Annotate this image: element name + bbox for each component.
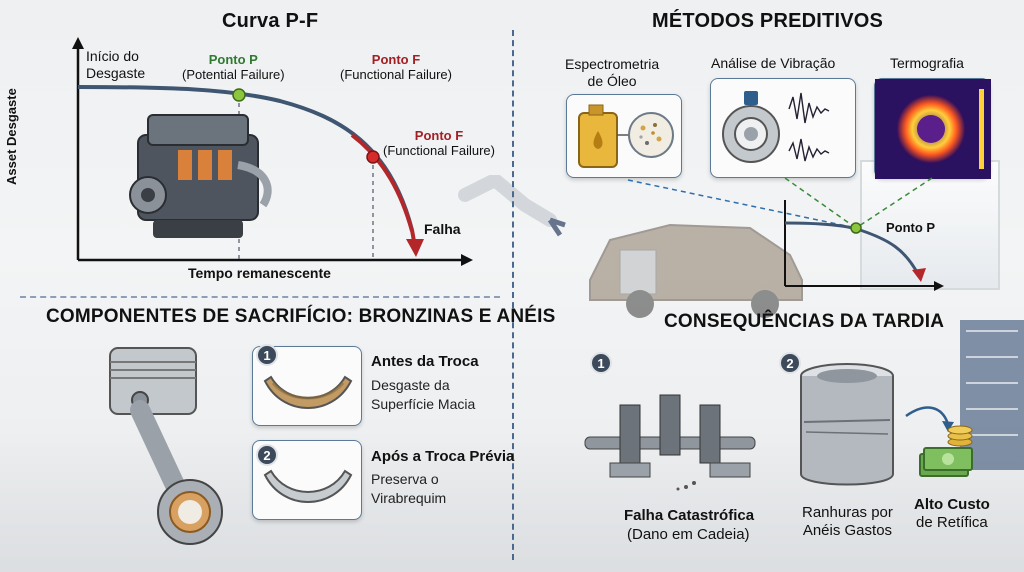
component-number-1: 1 (256, 344, 278, 366)
pf-curve-title: Curva P-F (222, 10, 319, 32)
component-1-desc-line1: Desgaste da (371, 377, 450, 393)
point-f-top-title: Ponto F (371, 52, 421, 67)
oil-spectrometry-icon (578, 104, 674, 168)
y-axis-label: Asset Desgaste (4, 88, 19, 185)
workshop-window (860, 160, 1000, 290)
connector-vibration (784, 177, 857, 229)
broken-crankshaft-illustration (584, 394, 756, 491)
predictive-methods-title: MÉTODOS PREDITIVOS (652, 10, 884, 32)
worn-cylinder-illustration (800, 363, 894, 486)
new-bearing-icon (263, 469, 353, 503)
section-divider-vertical (512, 30, 514, 560)
failure-arrow-head (406, 239, 424, 257)
failure-arrow-red (350, 133, 414, 232)
thermography-icon (875, 79, 991, 179)
failure-label: Falha (424, 221, 461, 237)
repair-cost-line1: Alto Custo (914, 496, 990, 513)
wear-start-label: Início do Desgaste (86, 48, 145, 82)
consequence-number-1: 1 (590, 352, 612, 374)
point-f-marker (366, 150, 380, 164)
predictive-point-p-marker (850, 222, 862, 234)
consequence-2-line2: Anéis Gastos (802, 522, 893, 539)
point-f-subtitle: (Functional Failure) (383, 143, 495, 158)
connector-oil (627, 179, 857, 229)
consequence-1-subtitle: (Dano em Cadeia) (627, 526, 750, 543)
component-2-desc-line1: Preserva o (371, 471, 439, 487)
wear-start-line2: Desgaste (86, 65, 146, 81)
point-p-label: Ponto P (Potential Failure) (182, 52, 285, 82)
money-cost-icon (905, 406, 973, 477)
component-number-2: 2 (256, 444, 278, 466)
consequences-title: CONSEQUÊNCIAS DA TARDIA (664, 311, 945, 332)
worn-bearing-icon (263, 375, 353, 409)
wear-start-line1: Início do (86, 48, 139, 64)
point-p-marker (232, 88, 246, 102)
point-p-subtitle: (Potential Failure) (182, 67, 285, 82)
predictive-point-p-label: Ponto P (886, 220, 936, 235)
component-1-title: Antes da Troca (371, 353, 479, 370)
consequence-number-2: 2 (779, 352, 801, 374)
oil-spectrometry-card (566, 94, 682, 178)
engine-illustration (129, 114, 272, 238)
consequence-2-label: Ranhuras por Anéis Gastos (802, 504, 893, 540)
repair-cost-label: Alto Custo de Retífica (914, 496, 990, 532)
x-axis-label: Tempo remanescente (188, 265, 331, 281)
consequence-2-line1: Ranhuras por (802, 504, 893, 521)
component-2-desc-line2: Virabrequim (371, 490, 447, 506)
consequence-1-title: Falha Catastrófica (624, 507, 755, 524)
method-oil-label: Espectrometria de Óleo (565, 56, 659, 90)
component-2-title: Após a Troca Prévia (371, 448, 515, 465)
point-f-top-subtitle: (Functional Failure) (340, 67, 452, 82)
point-f-title: Ponto F (414, 128, 464, 143)
vibration-analysis-card (710, 78, 856, 178)
components-title: COMPONENTES DE SACRIFÍCIO: BRONZINAS E A… (46, 306, 556, 327)
method-oil-line1: Espectrometria (565, 56, 660, 72)
classic-car-background (589, 223, 803, 318)
thermography-card (874, 78, 991, 179)
connector-thermography (855, 177, 933, 229)
piston-rod-illustration (109, 347, 223, 545)
predictive-chart (627, 177, 944, 291)
section-divider-horizontal (20, 296, 500, 298)
method-vibration-label: Análise de Vibração (711, 55, 836, 71)
vibration-analysis-icon (722, 91, 830, 163)
x-axis-arrow (461, 254, 473, 266)
component-1-desc-line2: Superfície Macia (371, 396, 476, 412)
method-oil-line2: de Óleo (587, 73, 637, 89)
point-f-label: Ponto F (Functional Failure) (383, 128, 495, 158)
tool-cabinet (960, 320, 1024, 470)
point-f-label-top: Ponto F (Functional Failure) (340, 52, 452, 82)
method-thermography-label: Termografia (890, 55, 964, 71)
point-p-title: Ponto P (208, 52, 258, 67)
y-axis-arrow (72, 37, 84, 49)
repair-cost-line2: de Retífica (916, 514, 988, 531)
robot-arm-background (458, 175, 566, 237)
